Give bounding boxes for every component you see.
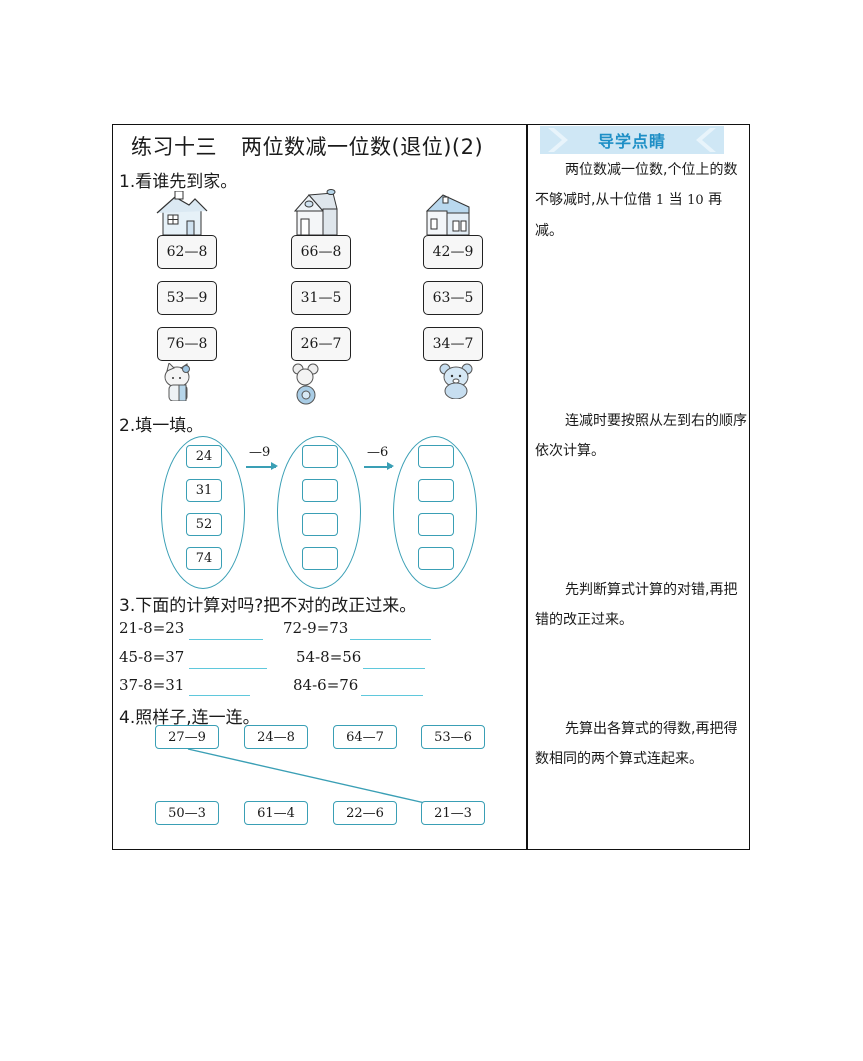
match-box-top[interactable]: 27—9	[155, 725, 219, 749]
match-box-bottom[interactable]: 61—4	[244, 801, 308, 825]
banner-title: 导学点睛	[597, 132, 666, 151]
q4-heading: 4.照样子,连一连。	[119, 708, 260, 728]
equation: 21-8=23	[119, 619, 185, 637]
answer-blank[interactable]	[363, 668, 425, 669]
guide-tip-3: 先判断算式计算的对错,再把错的改正过来。	[535, 582, 738, 628]
expression-box: 34—7	[423, 327, 483, 361]
kitty-icon	[164, 363, 190, 401]
answer-blank[interactable]	[361, 695, 423, 696]
expression-box: 63—5	[423, 281, 483, 315]
house-icon	[156, 191, 208, 235]
answer-blank[interactable]	[350, 639, 431, 640]
mouse-icon	[292, 363, 319, 405]
guide-tip-1: 两位数减一位数,个位上的数不够减时,从十位借 1 当 10 再减。	[535, 162, 738, 239]
example-link-line	[187, 748, 426, 804]
page-title: 练习十三两位数减一位数(退位)(2)	[131, 131, 483, 161]
q1-heading: 1.看谁先到家。	[119, 172, 238, 192]
answer-box[interactable]	[302, 445, 338, 468]
answer-box[interactable]	[418, 479, 454, 502]
answer-box[interactable]	[302, 547, 338, 570]
equation: 54-8=56	[296, 648, 362, 666]
start-value-box: 74	[186, 547, 222, 570]
expression-box: 42—9	[423, 235, 483, 269]
start-value-box: 52	[186, 513, 222, 536]
match-box-top[interactable]: 24—8	[244, 725, 308, 749]
answer-box[interactable]	[302, 513, 338, 536]
match-box-bottom[interactable]: 50—3	[155, 801, 219, 825]
match-box-bottom[interactable]: 22—6	[333, 801, 397, 825]
arrow-right-icon	[364, 463, 394, 469]
middle-oval	[277, 436, 361, 589]
equation: 45-8=37	[119, 648, 185, 666]
title-part2: 两位数减一位数(退位)(2)	[241, 135, 484, 159]
exercise-column: 练习十三两位数减一位数(退位)(2) 1.看谁先到家。	[113, 125, 526, 849]
expression-box: 66—8	[291, 235, 351, 269]
guide-banner: 导学点睛	[540, 126, 724, 154]
guide-column: 导学点睛 两位数减一位数,个位上的数不够减时,从十位借 1 当 10 再减。 连…	[528, 125, 750, 849]
q2-heading: 2.填一填。	[119, 416, 204, 436]
match-box-top[interactable]: 53—6	[421, 725, 485, 749]
expression-box: 62—8	[157, 235, 217, 269]
column-divider	[526, 125, 528, 849]
operation-label: —6	[367, 445, 389, 460]
bear-icon	[439, 363, 473, 399]
banner-ribbon-icon	[540, 126, 724, 154]
start-value-box: 24	[186, 445, 222, 468]
title-part1: 练习十三	[131, 135, 217, 159]
house-icon	[293, 189, 338, 235]
expression-box: 31—5	[291, 281, 351, 315]
answer-box[interactable]	[418, 445, 454, 468]
operation-label: —9	[249, 445, 271, 460]
answer-blank[interactable]	[189, 639, 263, 640]
equation: 37-8=31	[119, 676, 185, 694]
end-oval	[393, 436, 477, 589]
worksheet-table: 练习十三两位数减一位数(退位)(2) 1.看谁先到家。	[112, 124, 750, 850]
start-oval	[161, 436, 245, 589]
expression-box: 76—8	[157, 327, 217, 361]
guide-tip-2: 连减时要按照从左到右的顺序依次计算。	[535, 413, 747, 459]
house-icon	[425, 194, 470, 235]
answer-box[interactable]	[302, 479, 338, 502]
answer-blank[interactable]	[189, 695, 250, 696]
answer-blank[interactable]	[189, 668, 267, 669]
start-value-box: 31	[186, 479, 222, 502]
answer-box[interactable]	[418, 547, 454, 570]
answer-box[interactable]	[418, 513, 454, 536]
equation: 72-9=73	[283, 619, 349, 637]
arrow-right-icon	[246, 463, 278, 469]
expression-box: 26—7	[291, 327, 351, 361]
match-box-bottom[interactable]: 21—3	[421, 801, 485, 825]
guide-tip-4: 先算出各算式的得数,再把得数相同的两个算式连起来。	[535, 721, 738, 767]
expression-box: 53—9	[157, 281, 217, 315]
equation: 84-6=76	[293, 676, 359, 694]
match-box-top[interactable]: 64—7	[333, 725, 397, 749]
q3-heading: 3.下面的计算对吗?把不对的改正过来。	[119, 596, 417, 616]
